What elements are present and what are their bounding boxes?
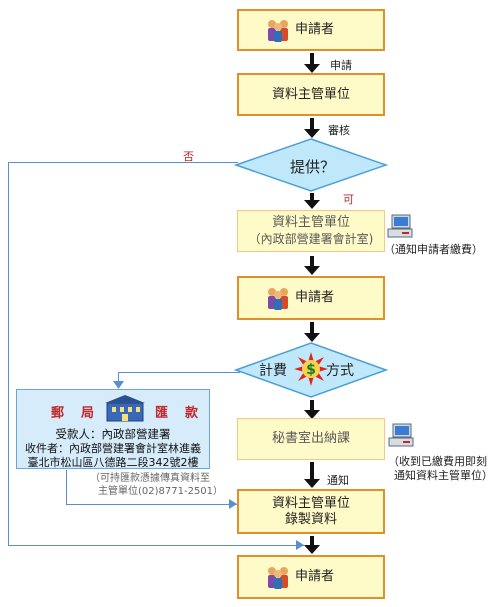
arrow-1 bbox=[304, 53, 320, 73]
accounting-box: 資料主管單位 （內政部營建署會計室) bbox=[237, 210, 385, 252]
fee-branch-arrowhead bbox=[113, 381, 124, 389]
notify-applicant-note: （通知申請者繳費） bbox=[384, 243, 483, 256]
address-line: 臺北市松山區八德路二段342號2樓 bbox=[27, 456, 199, 469]
postal-return-line-v bbox=[66, 470, 67, 504]
arrow-5 bbox=[304, 322, 320, 342]
arrow-4 bbox=[304, 256, 320, 275]
computer-icon bbox=[387, 423, 415, 449]
applicant-bottom-label: 申請者 bbox=[295, 569, 335, 584]
person-group-icon bbox=[265, 18, 291, 42]
secretariat-label: 秘書室出納課 bbox=[271, 431, 350, 446]
person-group-icon bbox=[265, 286, 291, 310]
receipt-note: （收到已繳費用即刻 通知資料主管單位） bbox=[388, 455, 493, 483]
receiver-line: 收件者：內政部營建署會計室林進義 bbox=[25, 442, 201, 455]
no-branch-line-h2 bbox=[8, 545, 304, 546]
notify-edge-label: 通知 bbox=[327, 474, 349, 487]
post-office-icon bbox=[105, 395, 145, 422]
applicant-bottom-box: 申請者 bbox=[237, 555, 385, 599]
receipt-note-line1: （收到已繳費用即刻 bbox=[388, 455, 487, 468]
data-unit-label: 資料主管單位 bbox=[271, 86, 350, 102]
dollar-burst-icon: $ bbox=[294, 352, 328, 386]
secretariat-box: 秘書室出納課 bbox=[237, 418, 385, 460]
fax-note-line1: （可持匯款憑據傳真資料至 bbox=[90, 473, 210, 484]
person-group-icon bbox=[265, 565, 291, 589]
accounting-line2: （內政部營建署會計室) bbox=[248, 232, 374, 246]
applicant-top-box: 申請者 bbox=[237, 9, 385, 51]
postal-header: 郵 局 匯 款 bbox=[17, 392, 209, 422]
decision-diamond bbox=[234, 138, 388, 192]
fax-note: （可持匯款憑據傳真資料至 主管單位(02)8771-2501） bbox=[90, 472, 223, 498]
postal-return-arrowhead bbox=[229, 499, 237, 509]
accounting-line1: 資料主管單位 bbox=[271, 215, 350, 230]
fax-note-line2: 主管單位(02)8771-2501） bbox=[98, 486, 224, 497]
record-line1: 資料主管單位 bbox=[271, 495, 350, 511]
no-branch-arrowhead bbox=[296, 540, 304, 550]
postal-remittance-box: 郵 局 匯 款 受款人：內政部營建署 收件者：內政部營建署會計室林進義 臺北市松… bbox=[16, 389, 210, 469]
postal-char-4: 款 bbox=[185, 406, 199, 421]
postal-char-2: 局 bbox=[81, 406, 95, 421]
payee-line: 受款人：內政部營建署 bbox=[55, 427, 171, 441]
applicant-mid-box: 申請者 bbox=[237, 276, 385, 320]
arrow-7 bbox=[304, 462, 320, 488]
postal-char-1: 郵 bbox=[51, 406, 65, 421]
no-edge-label: 否 bbox=[183, 150, 194, 163]
arrow-2 bbox=[304, 118, 320, 138]
arrow-8 bbox=[304, 536, 320, 554]
record-data-box: 資料主管單位 錄製資料 bbox=[237, 489, 385, 534]
computer-icon bbox=[386, 214, 414, 240]
data-unit-box: 資料主管單位 bbox=[237, 73, 385, 116]
applicant-top-label: 申請者 bbox=[295, 22, 335, 37]
decision-label: 提供？ bbox=[290, 158, 336, 176]
fee-branch-line-v bbox=[118, 372, 119, 386]
fee-branch-line-h bbox=[118, 372, 240, 373]
yes-edge-label: 可 bbox=[343, 193, 354, 206]
fee-left-label: 計費 bbox=[259, 363, 287, 379]
apply-edge-label: 申請 bbox=[330, 59, 352, 72]
fee-right-label: 方式 bbox=[326, 363, 354, 379]
no-branch-line-h1 bbox=[8, 162, 238, 163]
svg-text:$: $ bbox=[306, 362, 316, 378]
applicant-mid-label: 申請者 bbox=[295, 290, 335, 305]
receipt-note-line2: 通知資料主管單位） bbox=[394, 469, 493, 482]
postal-char-3: 匯 bbox=[155, 406, 169, 421]
arrow-3 bbox=[304, 193, 320, 209]
no-branch-line-v bbox=[8, 162, 9, 545]
record-line2: 錄製資料 bbox=[284, 511, 337, 527]
arrow-6 bbox=[304, 400, 320, 419]
postal-return-line-h bbox=[66, 504, 238, 505]
review-edge-label: 審核 bbox=[328, 124, 350, 137]
